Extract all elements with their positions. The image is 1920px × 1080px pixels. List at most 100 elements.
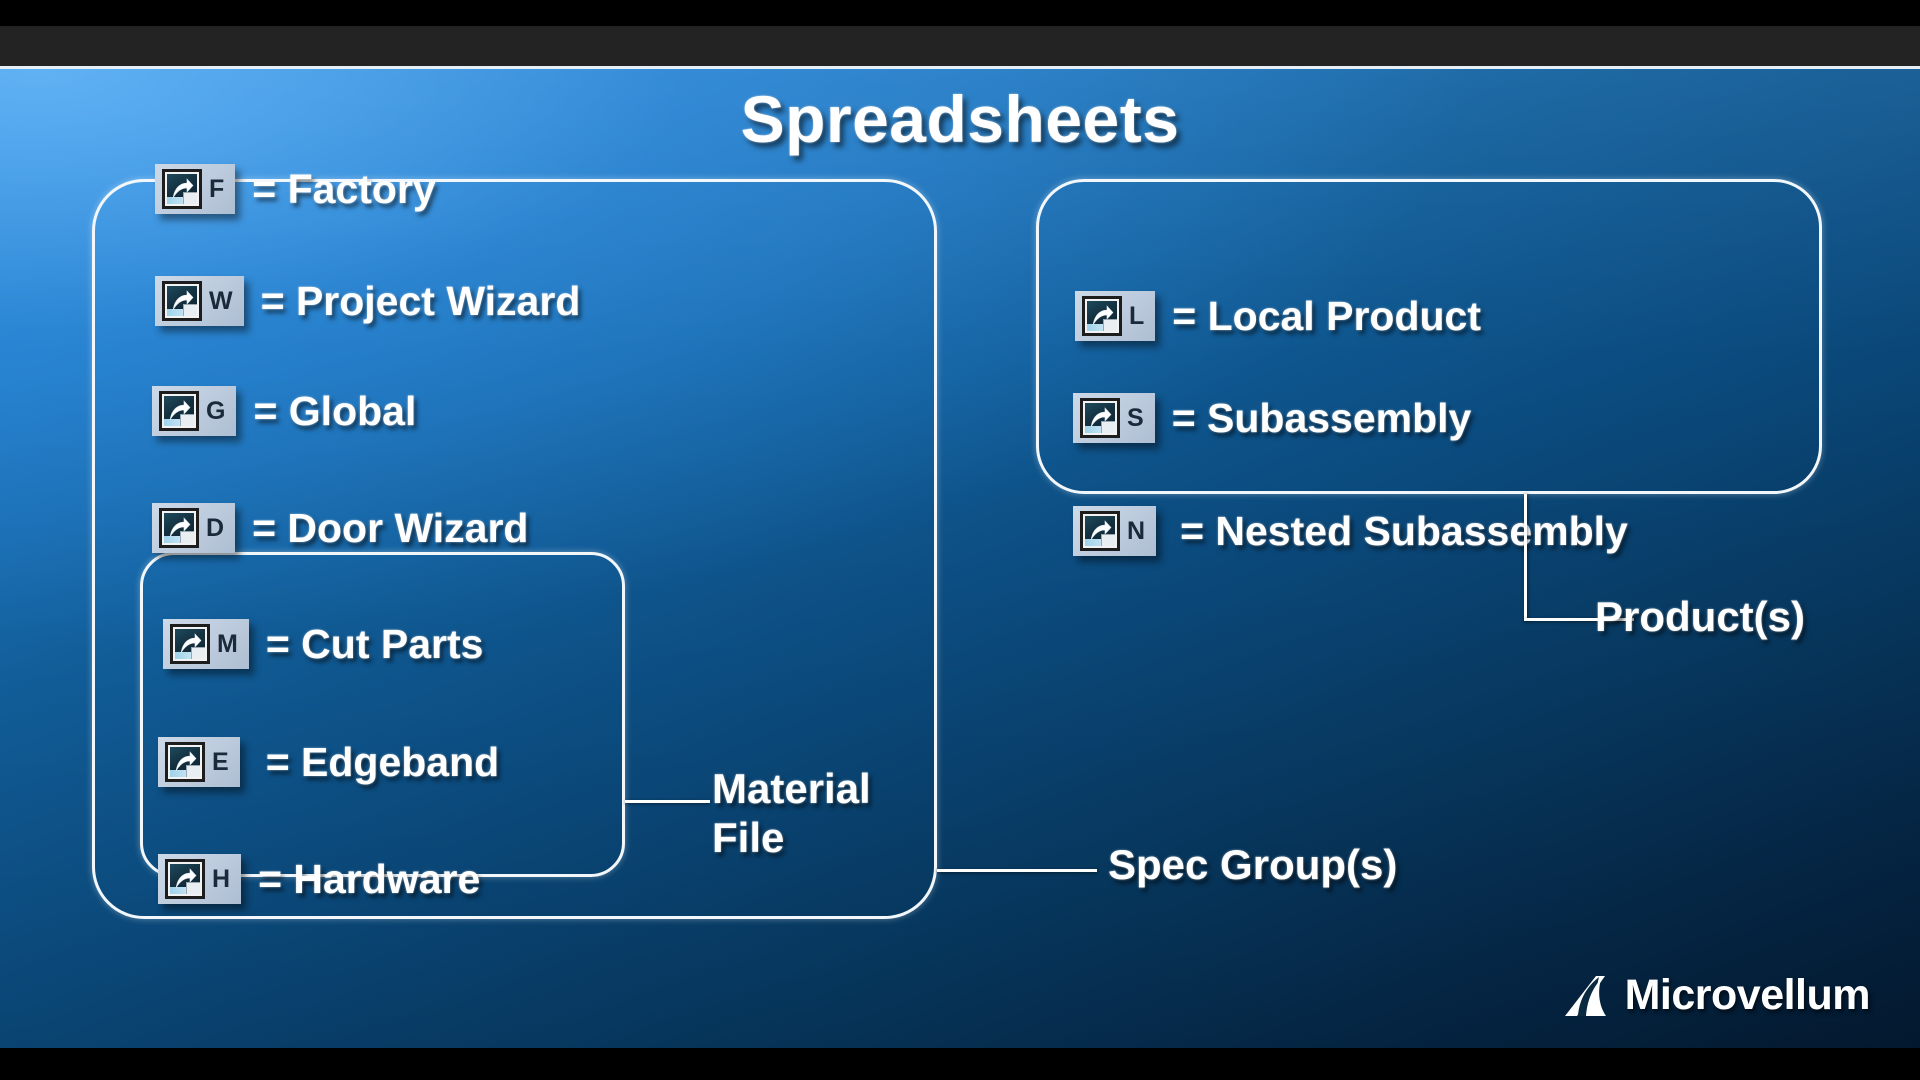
icon-letter: G	[206, 396, 226, 425]
shortcut-icon	[1080, 511, 1120, 551]
spec-groups-leader-line	[937, 869, 1097, 873]
callout-products: Product(s)	[1595, 593, 1805, 640]
shortcut-icon	[162, 169, 202, 209]
page-title: Spreadsheets	[740, 82, 1180, 156]
legend-row-subassembly: S = Subassembly	[1073, 393, 1471, 443]
material-file-group-outline	[140, 552, 625, 877]
shortcut-icon-chip-local-product: L	[1075, 291, 1156, 341]
icon-letter: N	[1127, 516, 1146, 545]
shortcut-icon-chip-global: G	[152, 386, 237, 436]
legend-label: = Cut Parts	[265, 620, 484, 667]
legend-label: = Nested Subassembly	[1180, 507, 1628, 554]
presentation-slide: Spreadsheets F = Factory	[0, 69, 1920, 1048]
legend-row-project-wizard: W = Project Wizard	[155, 276, 580, 326]
shortcut-icon	[165, 859, 205, 899]
legend-label: = Project Wizard	[260, 277, 581, 324]
icon-letter: F	[209, 174, 225, 203]
shortcut-icon-chip-hardware: H	[158, 854, 242, 904]
legend-label: = Hardware	[258, 855, 481, 902]
icon-horizon-strip	[170, 770, 200, 777]
shortcut-arrow-icon	[180, 633, 202, 654]
legend-label: = Local Product	[1172, 292, 1481, 339]
legend-label: = Global	[253, 387, 417, 434]
legend-row-hardware: H = Hardware	[158, 854, 480, 904]
icon-letter: M	[217, 629, 238, 658]
shortcut-arrow-icon	[175, 751, 197, 772]
shortcut-icon	[1082, 296, 1122, 336]
shortcut-icon-chip-edgeband: E	[158, 737, 240, 787]
icon-corner-badge	[183, 304, 197, 316]
legend-label: = Door Wizard	[252, 504, 529, 551]
legend-label: = Subassembly	[1171, 394, 1472, 441]
top-letterbox-bar	[0, 0, 1920, 26]
shortcut-arrow-icon	[1092, 305, 1114, 326]
legend-label: = Factory	[252, 165, 436, 212]
icon-letter: D	[206, 513, 225, 542]
shortcut-icon-chip-subassembly: S	[1073, 393, 1155, 443]
shortcut-icon	[159, 508, 199, 548]
icon-corner-badge	[186, 765, 200, 777]
top-toolbar-bar	[0, 26, 1920, 66]
icon-letter: S	[1127, 403, 1144, 432]
icon-horizon-strip	[167, 309, 197, 316]
icon-horizon-strip	[164, 536, 194, 543]
leader-segment-horizontal	[937, 869, 1097, 872]
icon-corner-badge	[1103, 319, 1117, 331]
shortcut-arrow-icon	[1090, 407, 1112, 428]
callout-material-file: Material File	[712, 765, 871, 861]
microvellum-swoosh-icon	[1564, 975, 1606, 1016]
icon-corner-badge	[191, 647, 205, 659]
bottom-letterbox-bar	[0, 1048, 1920, 1080]
shortcut-icon	[165, 742, 205, 782]
shortcut-arrow-icon	[172, 178, 194, 199]
callout-spec-groups: Spec Group(s)	[1108, 841, 1398, 888]
icon-horizon-strip	[1087, 324, 1117, 331]
brand-logo: Microvellum	[1564, 971, 1871, 1020]
leader-segment-vertical	[1524, 494, 1527, 621]
legend-label: = Edgeband	[265, 738, 500, 785]
icon-horizon-strip	[1085, 539, 1115, 546]
shortcut-icon-chip-project-wizard: W	[155, 276, 244, 326]
shortcut-icon	[159, 391, 199, 431]
icon-horizon-strip	[164, 419, 194, 426]
shortcut-arrow-icon	[1090, 520, 1112, 541]
icon-horizon-strip	[175, 652, 205, 659]
icon-corner-badge	[1101, 421, 1115, 433]
legend-row-nested-subassembly: N = Nested Subassembly	[1073, 506, 1628, 556]
icon-corner-badge	[1101, 534, 1115, 546]
legend-row-local-product: L = Local Product	[1075, 291, 1481, 341]
legend-row-cut-parts: M = Cut Parts	[163, 619, 483, 669]
legend-row-global: G = Global	[152, 386, 416, 436]
icon-horizon-strip	[170, 887, 200, 894]
icon-corner-badge	[180, 531, 194, 543]
legend-row-door-wizard: D = Door Wizard	[152, 503, 528, 553]
leader-segment-horizontal	[1524, 618, 1634, 621]
icon-letter: H	[212, 864, 231, 893]
shortcut-arrow-icon	[169, 400, 191, 421]
shortcut-icon-chip-nested-subassembly: N	[1073, 506, 1157, 556]
shortcut-arrow-icon	[169, 517, 191, 538]
shortcut-icon-chip-factory: F	[155, 164, 236, 214]
shortcut-arrow-icon	[175, 868, 197, 889]
icon-corner-badge	[180, 414, 194, 426]
material-file-leader-line	[625, 800, 710, 804]
icon-horizon-strip	[1085, 426, 1115, 433]
logo-wordmark: Microvellum	[1624, 971, 1871, 1019]
leader-segment-horizontal	[625, 800, 710, 803]
icon-corner-badge	[183, 192, 197, 204]
shortcut-icon	[1080, 398, 1120, 438]
icon-corner-badge	[186, 882, 200, 894]
spec-group-outline	[92, 179, 937, 919]
products-leader-line	[1524, 494, 1634, 624]
product-group-outline	[1036, 179, 1822, 494]
shortcut-arrow-icon	[172, 290, 194, 311]
legend-row-edgeband: E = Edgeband	[158, 737, 499, 787]
icon-letter: E	[212, 747, 229, 776]
icon-letter: W	[209, 286, 233, 315]
icon-horizon-strip	[167, 197, 197, 204]
legend-row-factory: F = Factory	[155, 164, 436, 214]
icon-letter: L	[1129, 301, 1145, 330]
shortcut-icon	[170, 624, 210, 664]
slide-top-divider	[0, 66, 1920, 69]
